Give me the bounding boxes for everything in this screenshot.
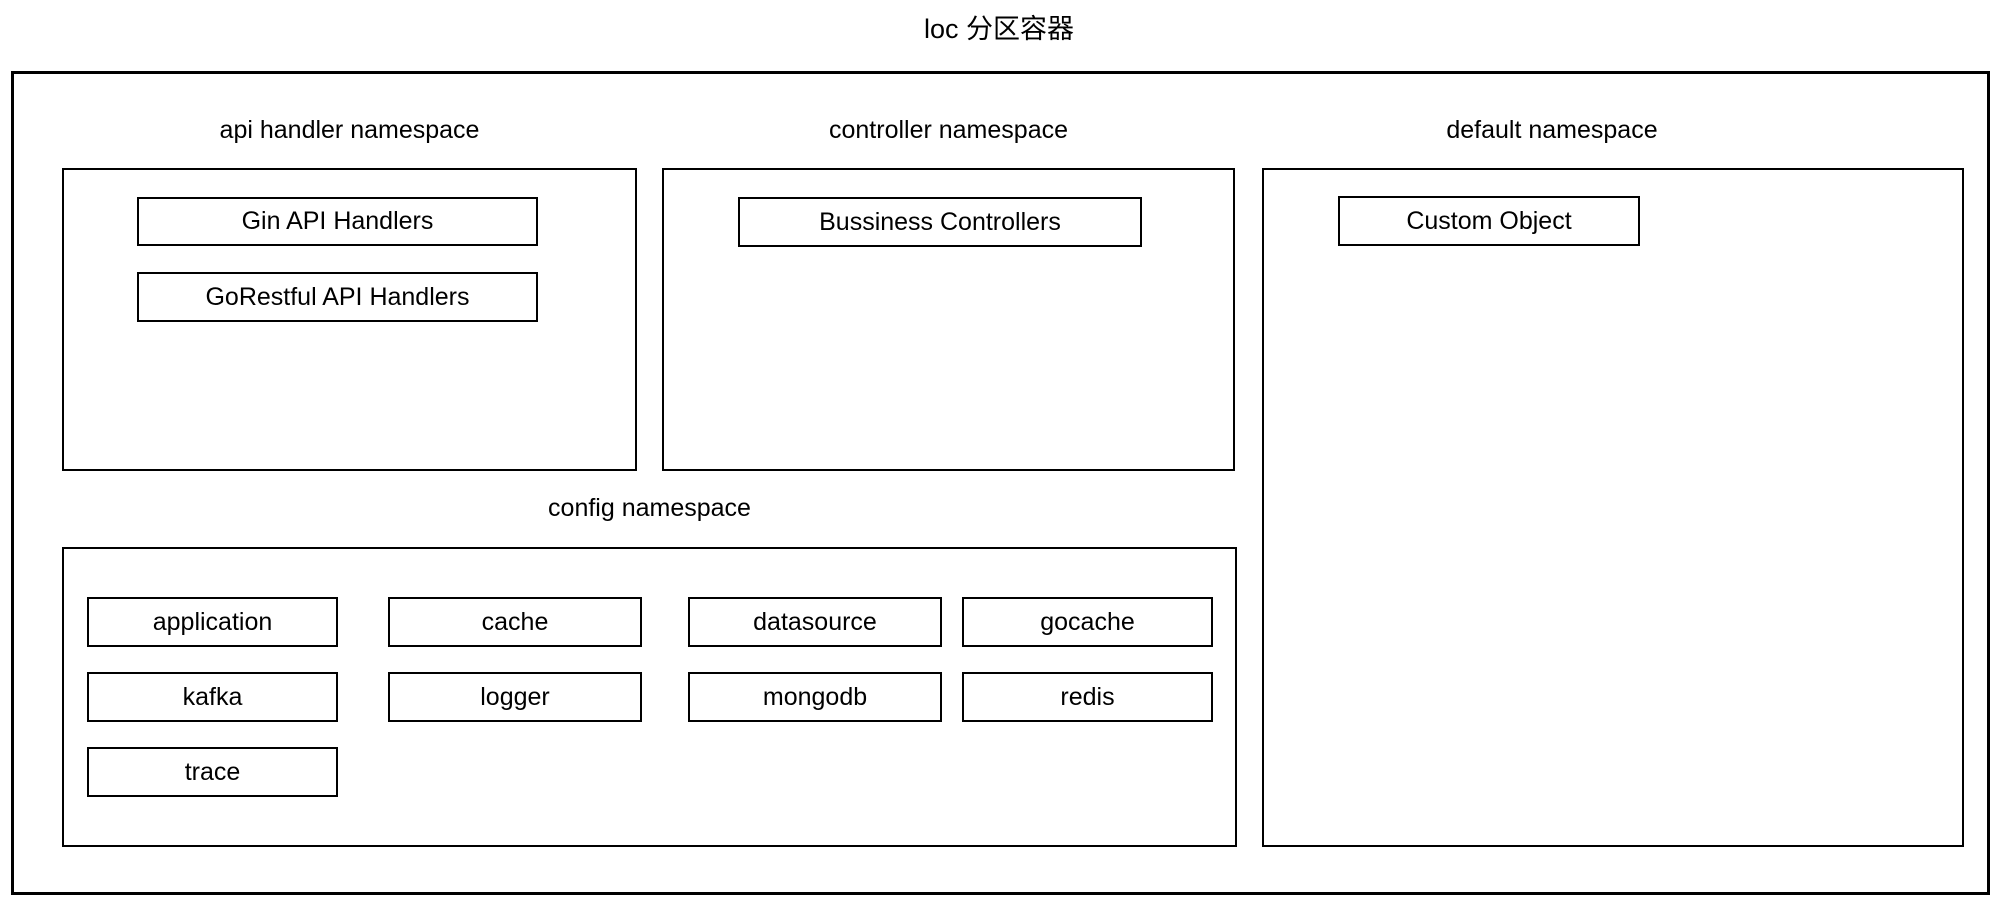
controller-namespace-label: controller namespace	[828, 116, 1068, 144]
diagram-title: loc 分区容器	[923, 14, 1075, 44]
item-box-datasource: datasource	[688, 597, 942, 647]
item-box-application: application	[87, 597, 338, 647]
item-box-kafka: kafka	[87, 672, 338, 722]
default-namespace-box	[1262, 168, 1964, 847]
item-box-mongodb: mongodb	[688, 672, 942, 722]
item-box-bussiness-controllers: Bussiness Controllers	[738, 197, 1142, 247]
api-handler-namespace-label: api handler namespace	[219, 116, 480, 144]
item-box-gorestful-api-handlers: GoRestful API Handlers	[137, 272, 538, 322]
item-box-redis: redis	[962, 672, 1213, 722]
item-box-logger: logger	[388, 672, 642, 722]
default-namespace-label: default namespace	[1446, 116, 1658, 144]
item-box-gin-api-handlers: Gin API Handlers	[137, 197, 538, 246]
item-box-gocache: gocache	[962, 597, 1213, 647]
item-box-trace: trace	[87, 747, 338, 797]
config-namespace-label: config namespace	[548, 494, 751, 522]
item-box-custom-object: Custom Object	[1338, 196, 1640, 246]
item-box-cache: cache	[388, 597, 642, 647]
